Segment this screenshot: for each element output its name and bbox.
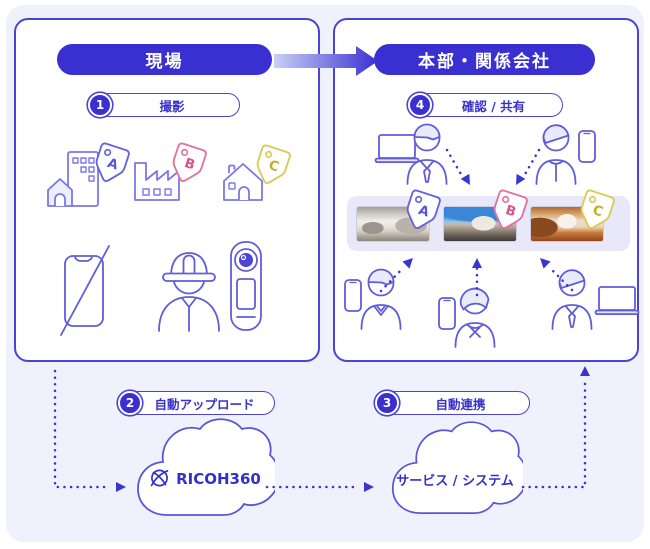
site-tag-b-icon: B (172, 142, 207, 182)
office-building-icon (45, 150, 109, 208)
hq-panel-title: 本部・関係会社 (374, 44, 595, 75)
photo-tag-a-icon: A (406, 189, 441, 229)
step-1-number-badge: 1 (88, 92, 112, 117)
photo-tag-c-icon: C (580, 189, 615, 229)
step-2-auto-upload: 2 自動アップロード (118, 390, 275, 415)
service-system-cloud (391, 421, 523, 515)
smartphone-icon (437, 296, 457, 331)
site-tag-a-icon: A (95, 142, 130, 182)
laptop-icon (374, 133, 420, 164)
factory-icon (132, 158, 186, 202)
photo-tag-c-letter: C (591, 203, 605, 220)
person-with-tie-icon (404, 124, 450, 184)
ricoh360-cloud (137, 418, 275, 516)
service-cloud-text: サービス / システム (396, 474, 514, 489)
step-3-number-badge: 3 (375, 390, 399, 415)
step-1-label: 撮影 (159, 98, 185, 114)
step-3-label: 自動連携 (435, 396, 486, 412)
ricoh360-cloud-label: RICOH360 (146, 468, 264, 489)
step-2-label: 自動アップロード (154, 396, 255, 412)
ricoh360-cloud-text: RICOH360 (176, 469, 261, 488)
smartphone-icon (343, 278, 363, 313)
step-2-number-badge: 2 (118, 390, 142, 415)
person-woman-icon (452, 287, 498, 347)
photo-tag-b-icon: B (493, 189, 528, 229)
site-tag-b-letter: B (182, 156, 196, 173)
step-4-confirm-share: 4 確認 / 共有 (408, 92, 563, 117)
service-cloud-label: サービス / システム (390, 470, 520, 489)
laptop-icon (594, 285, 640, 316)
site-tag-c-letter: C (267, 158, 281, 175)
construction-worker-icon (150, 233, 228, 333)
smartphone-icon (577, 129, 597, 164)
step-4-label: 確認 / 共有 (461, 98, 526, 114)
ricoh360-logo-icon (150, 469, 169, 487)
person-vneck-icon (358, 269, 404, 329)
no-smartphone-icon (58, 243, 114, 339)
step-3-auto-integration: 3 自動連携 (375, 390, 530, 415)
house-icon (218, 156, 268, 202)
site-tag-c-icon: C (256, 144, 291, 184)
step-4-number-badge: 4 (408, 92, 432, 117)
step-1-shoot: 1 撮影 (88, 92, 240, 117)
person-icon (533, 124, 579, 184)
photo-tag-b-letter: B (503, 203, 517, 220)
person-with-tie-icon (549, 269, 595, 329)
site-panel-title: 現場 (57, 44, 272, 75)
360-camera-icon (227, 237, 265, 335)
